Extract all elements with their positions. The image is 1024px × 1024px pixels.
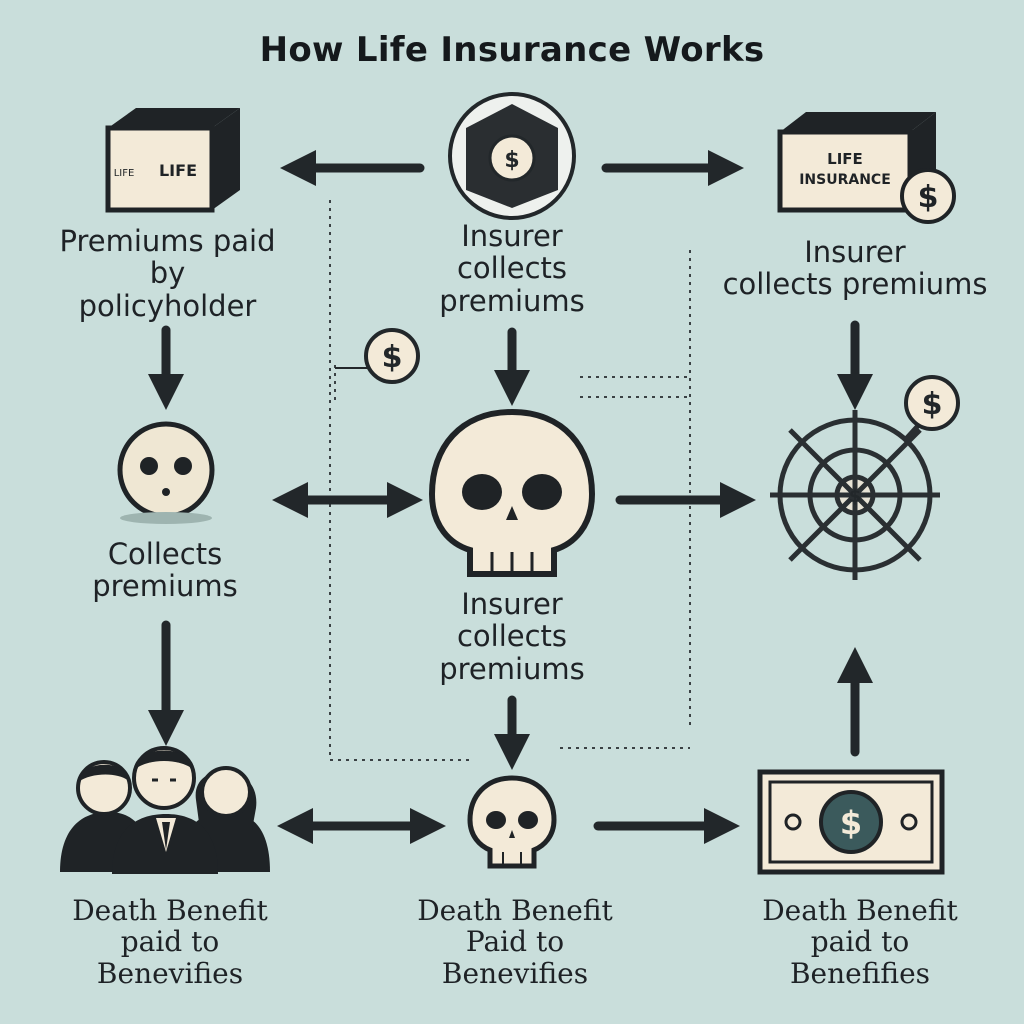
life-insurance-box-icon: LIFE INSURANCE $ [777, 112, 956, 224]
label-insurer-collects-right: Insurer collects premiums [722, 235, 988, 302]
box-right-label-2: INSURANCE [799, 172, 891, 188]
label-death-benefit-right: Death Benefit paid to Benefifies [762, 894, 958, 990]
bill-symbol: $ [840, 804, 862, 842]
dollar-bill-icon: $ [757, 769, 945, 875]
life-box-icon-left: LIFE LIFE [105, 108, 240, 213]
label-premiums-paid: Premiums paid by policyholder [59, 224, 276, 323]
box-left-side-label: LIFE [114, 168, 135, 179]
skull-icon-center [428, 408, 596, 577]
medallion-symbol: $ [504, 148, 519, 173]
label-insurer-collects-mid: Insurer collects premiums [439, 587, 585, 686]
box-right-label-1: LIFE [827, 150, 863, 168]
label-collects-premiums: Collects premiums [92, 537, 238, 604]
label-insurer-collects-top: Insurer collects premiums [439, 219, 585, 318]
label-death-benefit-mid: Death Benefit Paid to Benevifies [417, 894, 613, 990]
skull-icon-bottom [467, 775, 557, 869]
dashed-connectors [329, 200, 691, 761]
arrows [148, 150, 873, 844]
target-coin-icon: $ $ [849, 375, 960, 507]
beneficiaries-people-icon [60, 746, 270, 874]
face-icon-left [117, 421, 215, 524]
coin-left-symbol: $ [382, 340, 403, 375]
label-death-benefit-left: Death Benefit paid to Benevifies [72, 894, 268, 990]
page-title: How Life Insurance Works [259, 30, 765, 70]
target-icon-right [770, 410, 940, 580]
insurer-medallion-icon: $ [448, 92, 576, 220]
target-center-symbol: $ [849, 486, 862, 507]
target-coin-symbol: $ [922, 387, 943, 422]
box-right-coin-symbol: $ [918, 180, 939, 215]
coin-icon-left: $ [335, 328, 420, 384]
box-left-label: LIFE [159, 161, 197, 180]
